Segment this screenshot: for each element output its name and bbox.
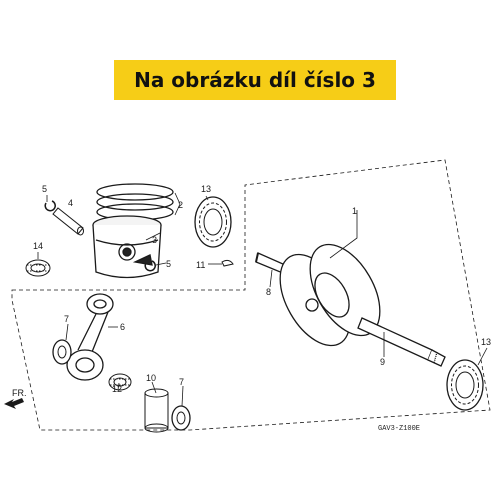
assembly-frame	[11, 159, 491, 431]
callout-7-upper: 7	[64, 314, 69, 324]
callout-9: 9	[380, 357, 385, 367]
callout-8: 8	[266, 287, 271, 297]
piston-rings	[96, 183, 174, 221]
connecting-rod	[66, 293, 114, 381]
callout-10: 10	[146, 373, 156, 383]
callout-14: 14	[33, 241, 43, 251]
thrust-washer-upper	[52, 339, 72, 365]
ball-bearing-lower	[446, 359, 484, 411]
thrust-washer-lower	[171, 405, 191, 431]
pin-clip-upper	[44, 200, 56, 212]
callout-7-lower: 7	[179, 377, 184, 387]
woodruff-key	[221, 259, 234, 267]
callout-1: 1	[352, 206, 357, 216]
banner-text: Na obrázku díl číslo 3	[134, 68, 376, 92]
callout-4: 4	[68, 198, 73, 208]
callout-12: 12	[112, 384, 122, 394]
callout-5-upper: 5	[42, 184, 47, 194]
ball-bearing-upper	[194, 196, 232, 248]
crank-pin	[144, 388, 169, 433]
piston-pin	[52, 207, 84, 236]
needle-bearing-small	[25, 259, 51, 277]
title-banner: Na obrázku díl číslo 3	[114, 60, 396, 100]
leader-lines	[37, 192, 488, 407]
pin-clip-lower	[144, 260, 156, 272]
callout-3: 3	[152, 235, 157, 245]
arrow-front-icon	[4, 398, 24, 409]
piston	[92, 215, 162, 279]
diagram-code: GAV3-Z100E	[378, 425, 420, 433]
callout-13-lower: 13	[481, 337, 491, 347]
needle-bearing-big	[108, 373, 132, 391]
callout-5-lower: 5	[166, 259, 171, 269]
callout-6: 6	[120, 322, 125, 332]
crankshaft	[255, 243, 446, 367]
callout-11: 11	[196, 260, 205, 270]
callout-2: 2	[178, 200, 183, 210]
front-label: FR.	[12, 388, 27, 398]
callout-13-upper: 13	[201, 184, 211, 194]
